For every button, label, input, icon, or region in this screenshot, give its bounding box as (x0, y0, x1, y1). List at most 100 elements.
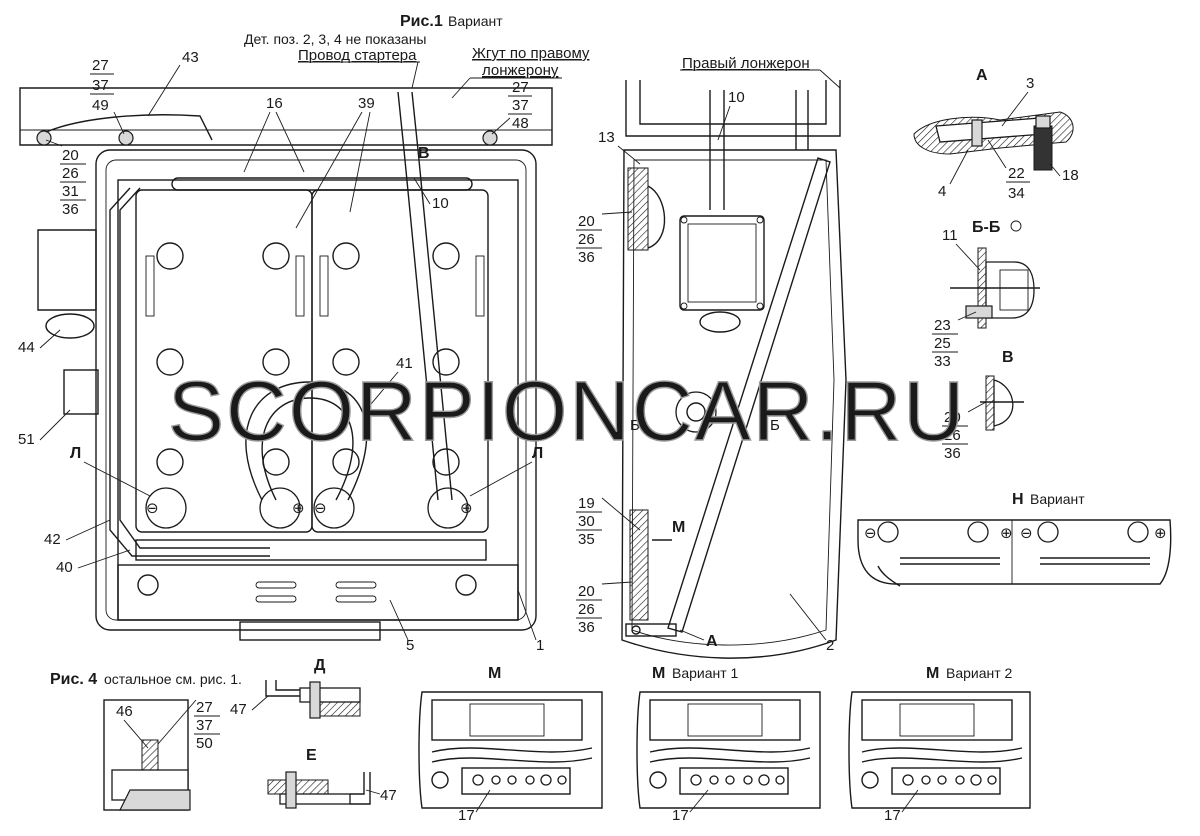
svg-text:⊖: ⊖ (1020, 525, 1033, 542)
label-stack-20-26-31-36-c: 31 (62, 183, 79, 200)
label-stack-23-25-33-c: 33 (934, 353, 951, 370)
label-11: 11 (942, 227, 958, 244)
label-39: 39 (358, 95, 375, 112)
detail-n-variant: Н Вариант ⊖ ⊕ ⊖ ⊕ (857, 491, 1172, 587)
label-47-e: 47 (380, 787, 397, 804)
detail-m1-title: М (652, 665, 665, 682)
label-stack-22-34-b: 34 (1008, 185, 1025, 202)
label-51: 51 (18, 431, 35, 448)
label-42: 42 (44, 531, 61, 548)
label-stack-20-26-36-b3: 36 (578, 619, 595, 636)
figure-header: Рис.1 Вариант Дет. поз. 2, 3, 4 не показ… (244, 13, 841, 99)
figure-variant: Вариант (448, 13, 503, 29)
detail-d: Д 47 (230, 657, 361, 719)
view-mark-m: М (672, 519, 685, 536)
detail-m2-variant: Вариант 2 (946, 665, 1013, 681)
label-10-side: 10 (728, 89, 745, 106)
label-17-m2: 17 (884, 807, 901, 824)
starter-wire-label: Провод стартера (298, 47, 417, 64)
label-stack-27-37-48-c: 48 (512, 115, 529, 132)
harness-label-1: Жгут по правому (472, 45, 590, 62)
battery-box-front-view: ⊖⊕ ⊖⊕ (19, 87, 553, 641)
detail-n-variant-label: Вариант (1030, 491, 1085, 507)
detail-m1-variant: Вариант 1 (672, 665, 739, 681)
detail-bb-title: Б-Б (972, 219, 1000, 236)
detail-n-title: Н (1012, 491, 1024, 508)
watermark: SCORPIONCAR.RU (168, 364, 966, 458)
label-stack-22-34-a: 22 (1008, 165, 1025, 182)
label-43: 43 (182, 49, 199, 66)
fig4-note: остальное см. рис. 1. (104, 671, 242, 687)
detail-v: В 20 26 36 (942, 349, 1024, 462)
section-b-right: Б (770, 417, 780, 434)
label-stack-20-26-36-a2: 26 (578, 231, 595, 248)
section-b-left: Б (630, 417, 640, 434)
label-5: 5 (406, 637, 414, 654)
detail-m-title: М (488, 665, 501, 682)
label-stack-27-37-50-c: 50 (196, 735, 213, 752)
label-stack-27-37-48-a: 27 (512, 79, 529, 96)
battery-terminals: ⊖⊕ ⊖⊕ (145, 487, 473, 529)
svg-text:⊕: ⊕ (1000, 525, 1013, 542)
battery-box-side-view (621, 80, 847, 659)
svg-text:⊕: ⊕ (1154, 525, 1167, 542)
label-stack-27-37-48-b: 37 (512, 97, 529, 114)
label-18: 18 (1062, 167, 1079, 184)
detail-m-variant-2: М Вариант 2 17 (848, 665, 1031, 824)
figure-4: Рис. 4 остальное см. рис. 1. 46 27 37 50 (50, 671, 242, 811)
label-stack-27-37-50-b: 37 (196, 717, 213, 734)
label-stack-23-25-33-b: 25 (934, 335, 951, 352)
label-stack-20-26-36-c3: 36 (944, 445, 961, 462)
view-mark-v: В (418, 145, 430, 162)
battery-caps (145, 242, 485, 476)
label-40: 40 (56, 559, 73, 576)
label-stack-23-25-33-a: 23 (934, 317, 951, 334)
detail-v-title: В (1002, 349, 1014, 366)
svg-text:⊖: ⊖ (146, 500, 159, 517)
label-stack-20-26-36-a3: 36 (578, 249, 595, 266)
label-17-m1: 17 (672, 807, 689, 824)
label-16: 16 (266, 95, 283, 112)
label-stack-20-26-36-a1: 20 (578, 213, 595, 230)
label-10-front: 10 (432, 195, 449, 212)
svg-text:⊖: ⊖ (864, 525, 877, 542)
view-mark-l-left: Л (70, 445, 81, 462)
detail-e: Е 47 (267, 747, 397, 809)
right-rail-label: Правый лонжерон (682, 55, 810, 72)
fig4-title: Рис. 4 (50, 671, 97, 688)
label-stack-20-26-31-36-b: 26 (62, 165, 79, 182)
label-46: 46 (116, 703, 133, 720)
view-mark-a: А (706, 633, 718, 650)
detail-a-title: А (976, 67, 988, 84)
figure-note: Дет. поз. 2, 3, 4 не показаны (244, 31, 427, 47)
label-17-m: 17 (458, 807, 475, 824)
label-3: 3 (1026, 75, 1034, 92)
side-view-labels: 13 10 20 26 36 Б Б 19 30 35 М 20 26 36 А… (576, 89, 834, 654)
detail-m2-title: М (926, 665, 939, 682)
label-stack-20-26-31-36-a: 20 (62, 147, 79, 164)
detail-d-title: Д (314, 657, 326, 674)
label-stack-27-37-50-a: 27 (196, 699, 213, 716)
label-stack-27-37-49-b: 37 (92, 77, 109, 94)
label-stack-20-26-36-b2: 26 (578, 601, 595, 618)
label-2: 2 (826, 637, 834, 654)
detail-e-title: Е (306, 747, 317, 764)
label-47-d: 47 (230, 701, 247, 718)
label-stack-20-26-36-c2: 26 (944, 427, 961, 444)
label-1: 1 (536, 637, 544, 654)
detail-m: М 17 (418, 665, 603, 824)
harness-label-2: лонжерону (482, 62, 559, 79)
svg-text:⊖: ⊖ (314, 500, 327, 517)
label-stack-19-30-35-b: 30 (578, 513, 595, 530)
view-mark-l-right: Л (532, 445, 543, 462)
svg-text:⊕: ⊕ (460, 500, 473, 517)
detail-m-variant-1: М Вариант 1 17 (636, 665, 821, 824)
detail-b-b: Б-Б 11 23 25 33 (932, 219, 1040, 370)
label-stack-19-30-35-a: 19 (578, 495, 595, 512)
detail-a: А 3 22 34 18 4 (913, 67, 1079, 202)
label-13: 13 (598, 129, 615, 146)
label-41: 41 (396, 355, 413, 372)
label-stack-20-26-31-36-d: 36 (62, 201, 79, 218)
label-stack-27-37-49-a: 27 (92, 57, 109, 74)
